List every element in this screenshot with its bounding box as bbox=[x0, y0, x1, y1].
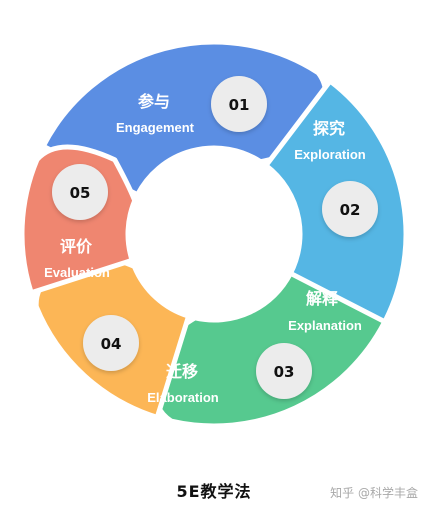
diagram-title: 5E教学法 bbox=[176, 482, 252, 501]
center-hole bbox=[130, 150, 298, 318]
badge-number-explanation: 03 bbox=[274, 363, 295, 381]
stage-label-zh-explanation: 解释 bbox=[306, 289, 339, 308]
stage-label-en-explanation: Explanation bbox=[288, 318, 362, 333]
badge-elaboration bbox=[83, 315, 139, 371]
stage-label-zh-engagement: 参与 bbox=[138, 92, 170, 111]
stage-label-en-evaluation: Evaluation bbox=[44, 265, 110, 280]
badge-number-evaluation: 05 bbox=[70, 184, 91, 202]
badge-exploration bbox=[322, 181, 378, 237]
stage-label-zh-exploration: 探究 bbox=[313, 119, 345, 138]
stage-label-en-elaboration: Elaboration bbox=[147, 390, 219, 405]
stage-label-en-engagement: Engagement bbox=[116, 120, 195, 135]
badge-number-engagement: 01 bbox=[229, 96, 250, 114]
badge-evaluation bbox=[52, 164, 108, 220]
badge-explanation bbox=[256, 343, 312, 399]
stage-label-zh-elaboration: 迁移 bbox=[166, 362, 198, 381]
watermark: 知乎 @科学丰盒 bbox=[330, 486, 418, 500]
stage-label-zh-evaluation: 评价 bbox=[60, 237, 93, 256]
badge-number-exploration: 02 bbox=[340, 201, 361, 219]
stage-label-en-exploration: Exploration bbox=[294, 147, 366, 162]
badge-engagement bbox=[211, 76, 267, 132]
badge-number-elaboration: 04 bbox=[101, 335, 122, 353]
